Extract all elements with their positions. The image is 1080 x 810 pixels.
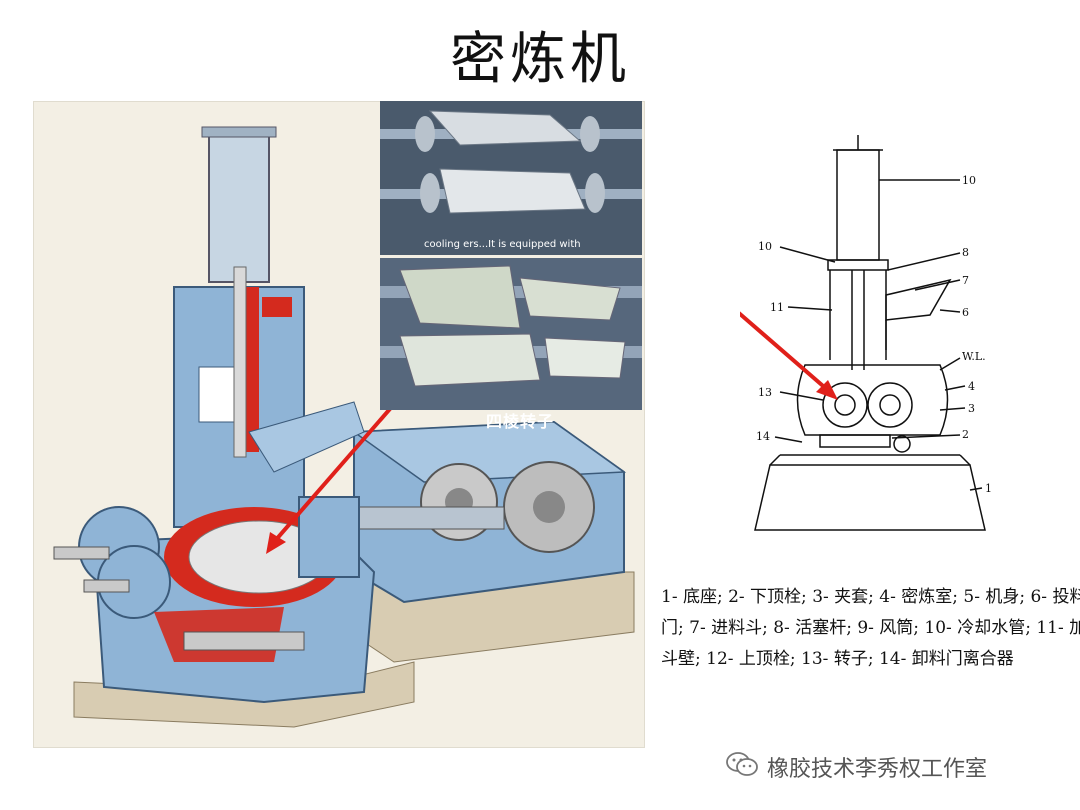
schematic-label-14: 14 [756, 430, 770, 443]
schematic-label-3: 3 [968, 402, 975, 415]
schematic-label-7: 7 [962, 274, 969, 287]
source-watermark: 橡胶技术李秀权工作室 [725, 750, 987, 784]
schematic-label-11: 11 [770, 301, 784, 314]
schematic-label-2: 2 [962, 428, 969, 441]
legend-line-3: 斗壁; 12- 上顶栓; 13- 转子; 14- 卸料门离合器 [661, 649, 1014, 669]
schematic-label-1: 1 [985, 482, 992, 495]
page-title: 密炼机 [450, 27, 630, 92]
mixer-schematic: 10 10 8 7 6 11 W.L. 4 3 2 1 13 14 [618, 130, 1040, 540]
rotor-pair-drawing-bottom [380, 265, 642, 387]
four-wing-rotor-photo: 四棱转子 [380, 258, 642, 431]
rotor-pair-drawing-top [380, 110, 642, 214]
schematic-label-10b: 10 [758, 240, 772, 253]
legend-line-2: 门; 7- 进料斗; 8- 活塞杆; 9- 风筒; 10- 冷却水管; 11- … [661, 618, 1080, 638]
schematic-label-6: 6 [962, 306, 969, 319]
wechat-icon [725, 750, 759, 784]
rotor-top-caption: cooling ers...It is equipped with [424, 239, 581, 250]
watermark-text: 橡胶技术李秀权工作室 [767, 757, 988, 782]
two-wing-rotor-photo: cooling ers...It is equipped with [380, 101, 642, 255]
rotor-bottom-caption: 四棱转子 [486, 412, 555, 431]
schematic-label-wl: W.L. [962, 350, 986, 363]
schematic-drawing: 10 10 8 7 6 11 W.L. 4 3 2 1 13 14 [618, 135, 992, 531]
component-legend: 1- 底座; 2- 下顶栓; 3- 夹套; 4- 密炼室; 5- 机身; 6- … [661, 582, 1080, 675]
schematic-label-13: 13 [758, 386, 772, 399]
schematic-label-9: 10 [962, 174, 976, 187]
schematic-label-8: 8 [962, 246, 969, 259]
legend-line-1: 1- 底座; 2- 下顶栓; 3- 夹套; 4- 密炼室; 5- 机身; 6- … [661, 587, 1080, 607]
mixer-cutaway-drawing [53, 126, 635, 728]
schematic-label-4: 4 [968, 380, 975, 393]
